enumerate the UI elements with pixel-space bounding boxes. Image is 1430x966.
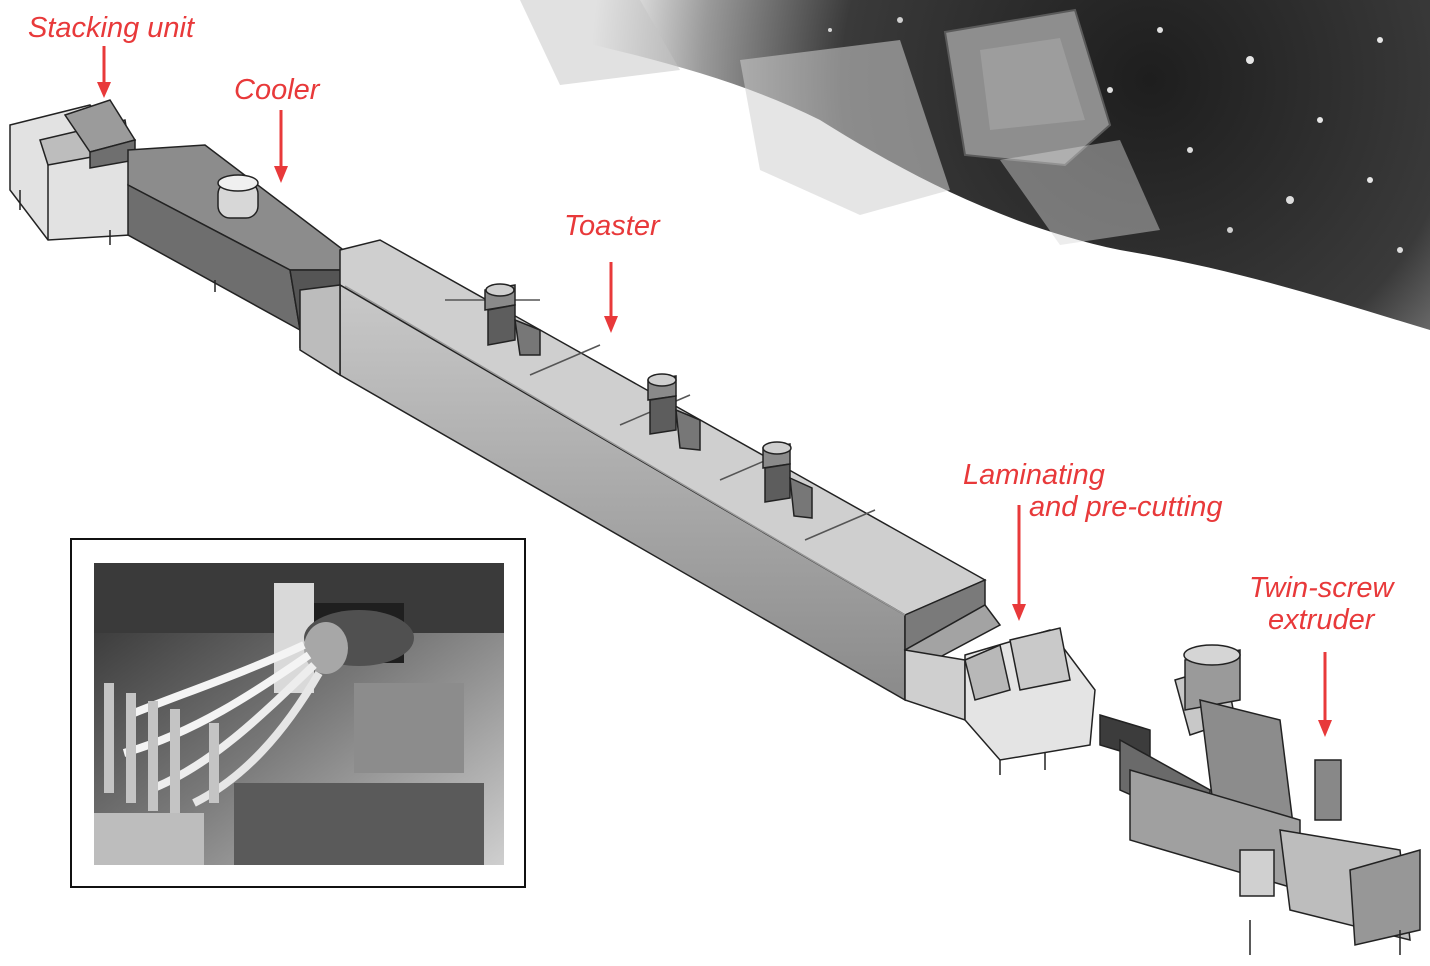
stacking-unit-machine <box>9 99 137 245</box>
cooler-label: Cooler <box>234 74 320 106</box>
laminating-label-line1: Laminating <box>963 459 1105 491</box>
twin-screw-extruder-label-line1: Twin-screw <box>1249 572 1394 604</box>
toaster-exhaust-stacks <box>484 283 813 519</box>
inset-photo-extrusion-strands <box>94 563 504 865</box>
inset-photo-frame <box>70 538 526 888</box>
stacking-unit-label: Stacking unit <box>28 12 195 44</box>
cooler-machine <box>127 144 351 348</box>
laminating-precutting-machine <box>903 604 1096 775</box>
laminating-label-line2: and pre-cutting <box>1029 491 1223 523</box>
background-food-photo <box>400 0 1430 330</box>
pointer-arrows <box>97 46 1332 737</box>
twin-screw-extruder-label-line2: extruder <box>1268 604 1375 636</box>
toaster-label: Toaster <box>564 210 660 242</box>
twin-screw-extruder-machine <box>1099 644 1421 955</box>
